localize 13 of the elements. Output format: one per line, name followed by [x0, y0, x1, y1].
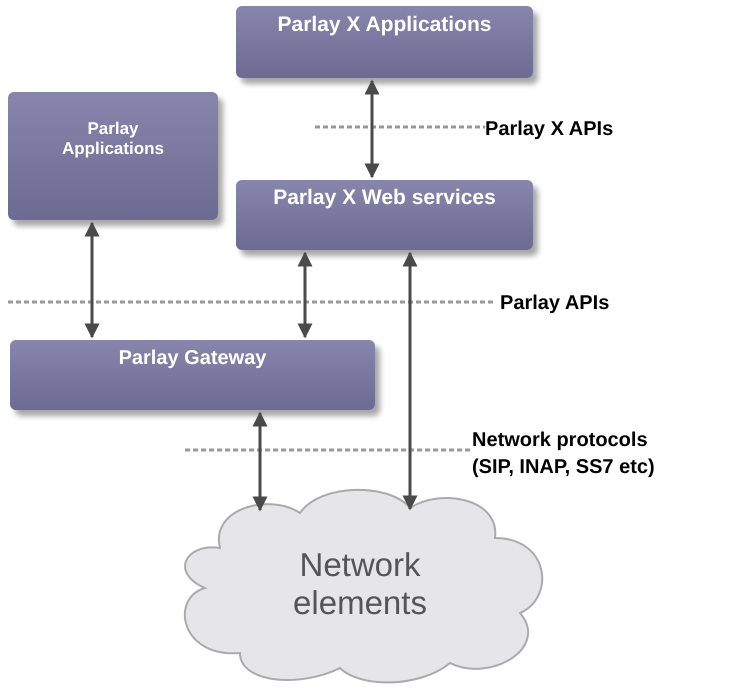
arrow	[84, 222, 100, 338]
component-box: Parlay X Web services	[236, 180, 533, 250]
component-box: Parlay X Applications	[236, 6, 533, 78]
cloud-label: Network elements	[292, 546, 428, 622]
interface-label: Network protocols (SIP, INAP, SS7 etc)	[472, 428, 656, 480]
arrow	[252, 412, 268, 512]
interface-label: Parlay X APIs	[485, 117, 614, 142]
interface-label: Parlay APIs	[500, 291, 610, 316]
component-box: Parlay Applications	[8, 92, 218, 220]
arrow	[402, 252, 418, 510]
arrow	[364, 80, 380, 178]
arrow	[298, 252, 312, 338]
component-box: Parlay Gateway	[10, 340, 375, 410]
